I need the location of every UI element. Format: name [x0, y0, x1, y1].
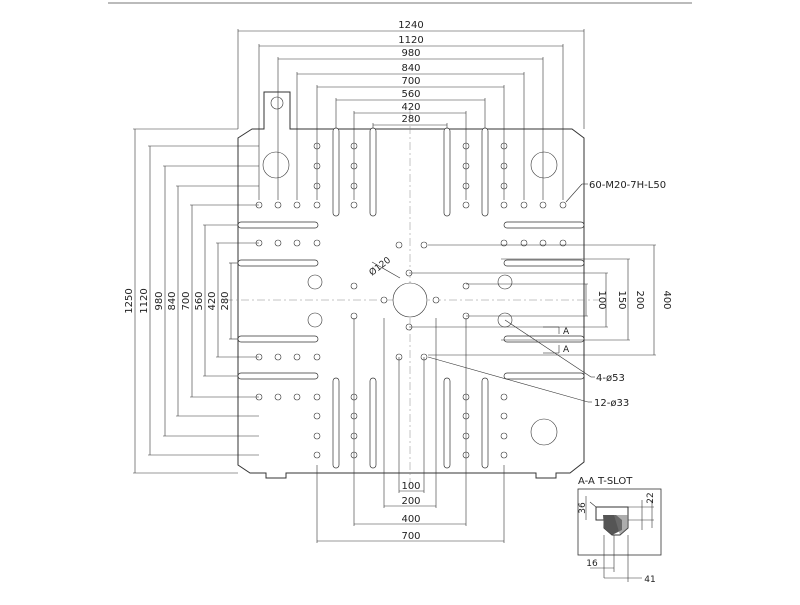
dim-top-4: 840 [401, 63, 420, 74]
tapped-hole [313, 353, 321, 361]
tapped-hole [500, 432, 508, 440]
dim-top-2: 1120 [398, 35, 423, 46]
tapped-hole [520, 239, 528, 247]
dim-right-4: 400 [661, 290, 672, 309]
dim-bottom-4: 700 [401, 531, 420, 542]
dim-left-5: 700 [181, 291, 192, 310]
lifting-eye-hole [270, 96, 284, 110]
dim-right-2: 150 [616, 290, 627, 309]
tapped-hole [313, 432, 321, 440]
tapped-hole [274, 393, 282, 401]
dim-bottom-2: 200 [401, 496, 420, 507]
dim-top-7: 420 [401, 102, 420, 113]
section-mark-top: A [563, 327, 570, 337]
tapped-hole [500, 451, 508, 459]
tapped-hole [293, 201, 301, 209]
tapped-hole [274, 239, 282, 247]
tapped-hole [293, 393, 301, 401]
dim-top-1: 1240 [398, 20, 423, 31]
tapped-hole [293, 353, 301, 361]
tapped-hole [380, 296, 388, 304]
dim-bottom-1: 100 [401, 481, 420, 492]
dim-top-8: 280 [401, 114, 420, 125]
tapped-hole [462, 282, 470, 290]
bolt-holes-label: 4-ø53 [596, 373, 625, 384]
dim-left-6: 560 [194, 291, 205, 310]
dim-left-1: 1250 [124, 288, 135, 313]
tapped-hole [313, 412, 321, 420]
tapped-hole [539, 201, 547, 209]
tapped-hole [500, 239, 508, 247]
t-slot-title: A-A T-SLOT [578, 476, 633, 487]
dim-left-2: 1120 [139, 288, 150, 313]
tapped-hole [500, 201, 508, 209]
t-slot-dim-41: 41 [644, 575, 655, 585]
tapped-hole [350, 201, 358, 209]
tapped-hole [313, 393, 321, 401]
bottom-dimensions: 100 200 400 700 [316, 318, 505, 543]
tapped-hole [350, 282, 358, 290]
tapped-hole [274, 353, 282, 361]
center-bore-label: Ø120 [367, 255, 393, 279]
t-slot-dim-36: 36 [578, 502, 588, 514]
dim-left-3: 980 [154, 291, 165, 310]
tapped-hole [539, 239, 547, 247]
left-dimensions: 1250 1120 980 840 700 560 420 280 [124, 128, 259, 474]
dim-left-4: 840 [167, 291, 178, 310]
dim-top-6: 560 [401, 89, 420, 100]
section-mark-bottom: A [563, 345, 570, 355]
tapped-hole [559, 239, 567, 247]
tapped-hole [274, 201, 282, 209]
dim-left-7: 420 [207, 291, 218, 310]
tapped-hole [462, 201, 470, 209]
tapped-hole [313, 201, 321, 209]
center-bore [392, 282, 428, 318]
tapped-hole [500, 412, 508, 420]
dim-left-8: 280 [220, 291, 231, 310]
tapped-hole [293, 239, 301, 247]
dim-top-3: 980 [401, 48, 420, 59]
tapped-hole [313, 451, 321, 459]
tapped-hole [313, 239, 321, 247]
tapped-hole [395, 241, 403, 249]
dim-top-5: 700 [401, 76, 420, 87]
t-slot-detail: A-A T-SLOT 36 22 16 41 [577, 476, 662, 585]
dim-right-3: 200 [634, 290, 645, 309]
tapped-hole [500, 393, 508, 401]
dim-right-1: 100 [596, 290, 607, 309]
tapped-holes-label: 60-M20-7H-L50 [589, 180, 666, 191]
tapped-hole [559, 201, 567, 209]
small-holes-label: 12-ø33 [594, 398, 629, 409]
tapped-hole [420, 241, 428, 249]
dim-bottom-3: 400 [401, 514, 420, 525]
t-slot-dim-16: 16 [586, 559, 598, 569]
top-dimensions: 1240 1120 980 840 700 560 420 280 [237, 20, 585, 200]
tapped-hole [432, 296, 440, 304]
t-slot-dim-22: 22 [646, 492, 656, 503]
tapped-hole [520, 201, 528, 209]
horizontal-t-slots [237, 221, 585, 380]
